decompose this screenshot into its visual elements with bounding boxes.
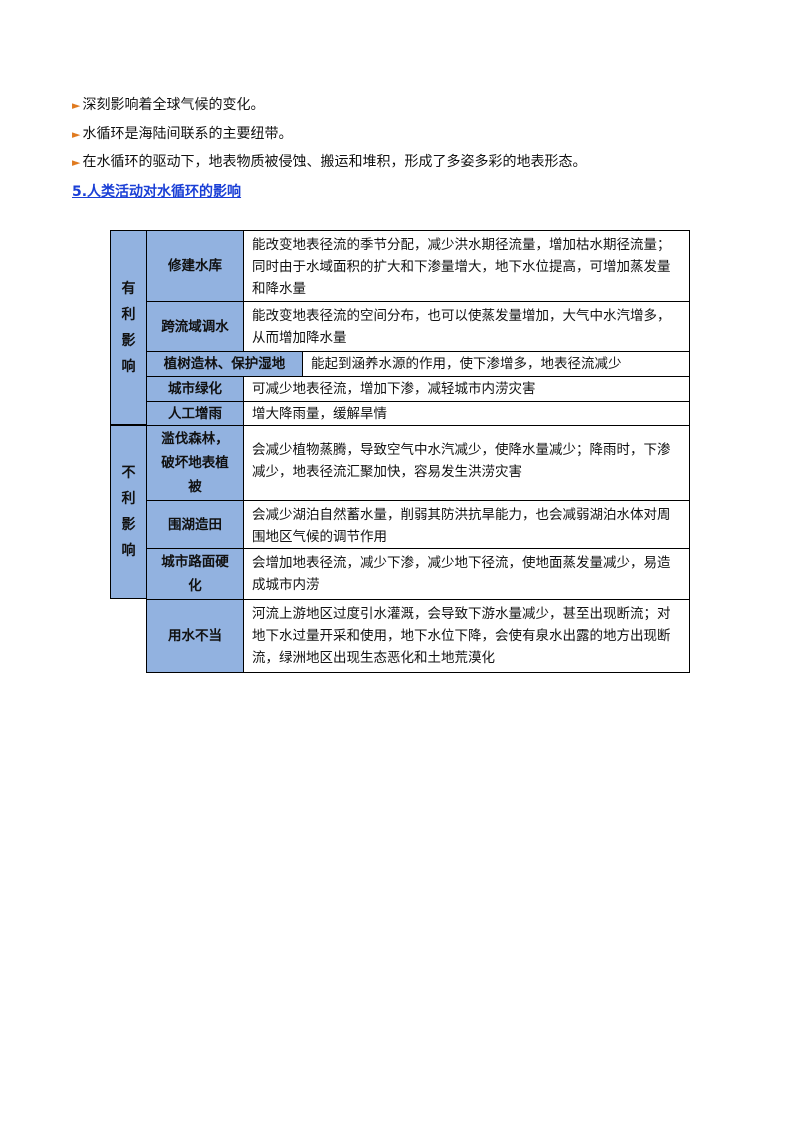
table-row-activity: 人工增雨 — [146, 401, 244, 426]
table-row-effect: 能起到涵养水源的作用，使下渗增多，地表径流减少 — [302, 351, 690, 377]
table-row-effect: 会减少湖泊自然蓄水量，削弱其防洪抗旱能力，也会减弱湖泊水体对周围地区气候的调节作… — [243, 500, 690, 549]
table-row-effect: 能改变地表径流的季节分配，减少洪水期径流量，增加枯水期径流量；同时由于水域面积的… — [243, 230, 690, 302]
unfavorable-label: 不 利 影 响 — [110, 425, 147, 599]
favorable-label: 有 利 影 响 — [110, 230, 147, 425]
arrow-icon: ► — [72, 99, 81, 112]
table-row-activity: 修建水库 — [146, 230, 244, 302]
table-row-effect: 会减少植物蒸腾，导致空气中水汽减少，使降水量减少；降雨时，下渗减少，地表径流汇聚… — [243, 425, 690, 501]
table-row-activity: 植树造林、保护湿地 — [146, 351, 303, 377]
arrow-icon: ► — [72, 128, 81, 141]
table-row-activity: 城市绿化 — [146, 376, 244, 402]
table-row-effect: 可减少地表径流，增加下渗，减轻城市内涝灾害 — [243, 376, 690, 402]
table-row-effect: 增大降雨量，缓解旱情 — [243, 401, 690, 426]
table-row-effect: 会增加地表径流，减少下渗，减少地下径流，使地面蒸发量减少，易造成城市内涝 — [243, 548, 690, 600]
arrow-icon: ► — [72, 156, 81, 169]
table-row-activity: 城市路面硬化 — [146, 548, 244, 600]
table-row-activity: 跨流域调水 — [146, 301, 244, 352]
table-row-effect: 能改变地表径流的空间分布，也可以使蒸发量增加，大气中水汽增多，从而增加降水量 — [243, 301, 690, 352]
table-row-activity: 用水不当 — [146, 599, 244, 673]
table-row-activity: 围湖造田 — [146, 500, 244, 549]
bullet-item: ►在水循环的驱动下，地表物质被侵蚀、搬运和堆积，形成了多姿多彩的地表形态。 — [72, 154, 587, 170]
section-heading[interactable]: 5.人类活动对水循环的影响 — [72, 184, 242, 200]
table-row-effect: 河流上游地区过度引水灌溉，会导致下游水量减少，甚至出现断流；对地下水过量开采和使… — [243, 599, 690, 673]
table-row-activity: 滥伐森林，破坏地表植被 — [146, 425, 244, 501]
bullet-item: ►深刻影响着全球气候的变化。 — [72, 97, 265, 113]
bullet-item: ►水循环是海陆间联系的主要纽带。 — [72, 126, 293, 142]
